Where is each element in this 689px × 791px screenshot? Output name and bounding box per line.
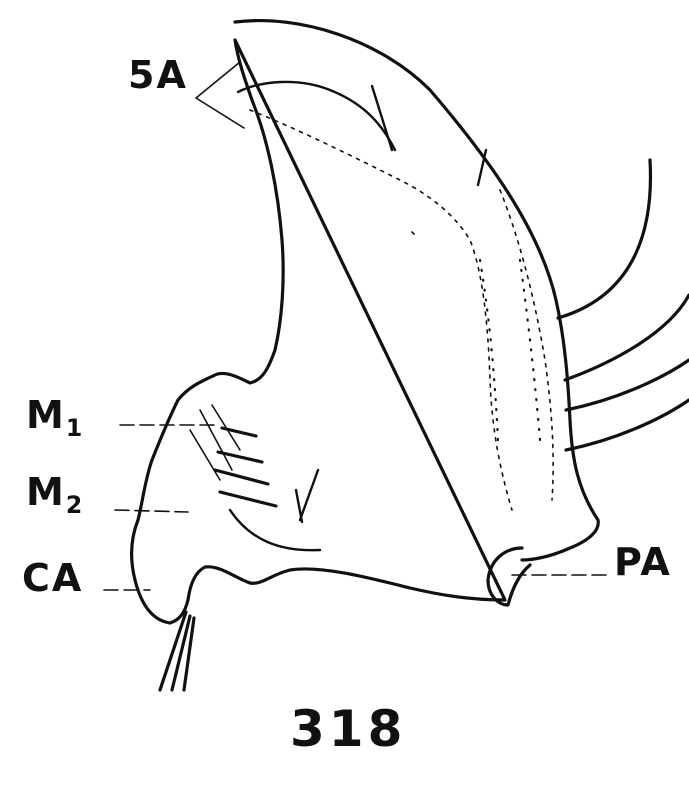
molar-lower-curve bbox=[230, 510, 320, 550]
external-seta-1 bbox=[558, 160, 650, 318]
inner-seta-tip bbox=[296, 490, 302, 522]
label-sa: 5A bbox=[128, 53, 188, 97]
molar-ridge-4 bbox=[220, 492, 276, 506]
inner-dashed-contour-right bbox=[500, 190, 553, 500]
external-seta-3 bbox=[566, 360, 689, 410]
label-m2: M2 bbox=[26, 470, 84, 519]
label-m1-main: M bbox=[26, 393, 66, 437]
external-seta-4 bbox=[566, 400, 689, 450]
figure-number: 318 bbox=[290, 700, 406, 758]
inner-seta bbox=[300, 470, 318, 520]
inner-dashed-contour bbox=[250, 110, 512, 510]
condyle-setae bbox=[160, 612, 194, 690]
leader-m2 bbox=[115, 510, 188, 512]
label-ca: CA bbox=[22, 556, 83, 600]
leader-sa bbox=[196, 62, 244, 128]
tooth-seta-1 bbox=[372, 86, 392, 150]
label-m1: M1 bbox=[26, 393, 84, 442]
tooth-dot bbox=[412, 232, 414, 234]
label-pa: PA bbox=[614, 540, 672, 584]
label-m2-main: M bbox=[26, 470, 66, 514]
molar-ridge-3 bbox=[215, 470, 268, 484]
label-m1-sub: 1 bbox=[66, 414, 84, 442]
label-m2-sub: 2 bbox=[66, 491, 84, 519]
